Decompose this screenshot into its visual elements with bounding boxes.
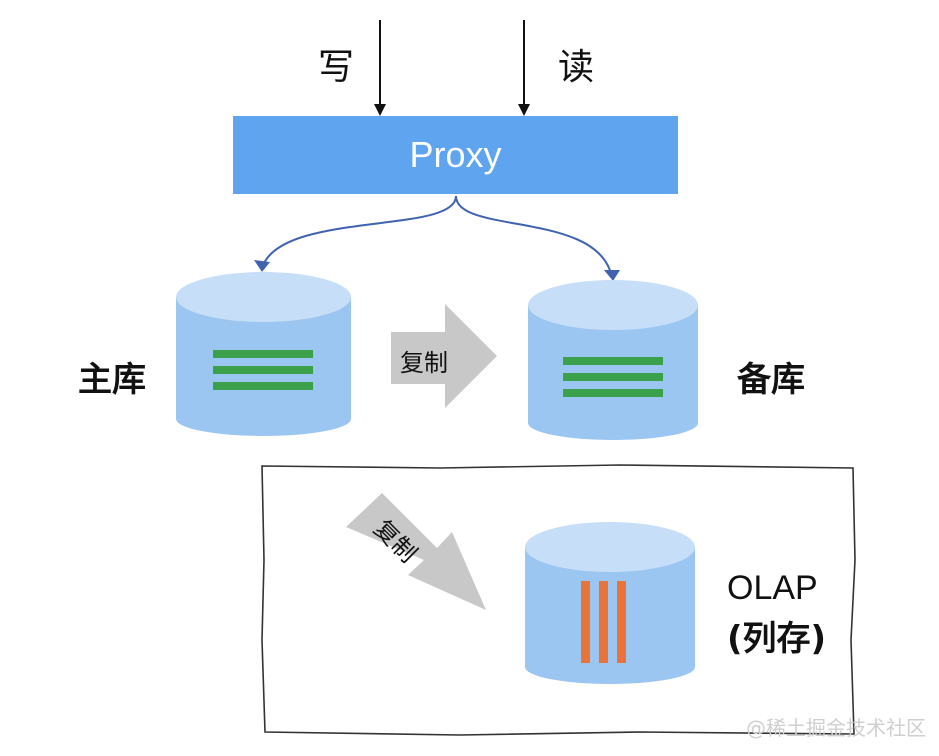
read-label: 读 — [558, 47, 595, 88]
proxy-label: Proxy — [409, 134, 502, 175]
primary-db-cylinder — [176, 272, 351, 436]
standby-db-label: 备库 — [737, 360, 805, 400]
row-stripe — [213, 382, 313, 390]
curve-arrowhead-standby — [604, 270, 620, 281]
proxy-box: Proxy — [233, 116, 678, 194]
read-arrow — [518, 20, 530, 116]
watermark: @稀土掘金技术社区 — [746, 716, 926, 740]
primary-db-label: 主库 — [78, 360, 146, 400]
replicate-label: 复制 — [400, 349, 448, 377]
write-label: 写 — [318, 47, 355, 88]
curve-arrowhead-primary — [254, 260, 270, 272]
curve-to-primary — [261, 195, 457, 269]
row-stripe — [213, 350, 313, 358]
row-stripe — [563, 373, 663, 381]
row-stripe — [563, 389, 663, 397]
replicate-arrow — [391, 304, 497, 408]
row-stripe — [563, 357, 663, 365]
olap-sub-label: (列存) — [727, 619, 827, 659]
row-stripe — [213, 366, 313, 374]
column-stripe — [599, 581, 608, 663]
standby-db-cylinder — [528, 280, 698, 440]
replicate-olap-arrow — [346, 493, 486, 610]
column-stripe — [617, 581, 626, 663]
curve-to-standby — [455, 195, 613, 279]
olap-frame — [261, 464, 856, 736]
olap-db-cylinder — [525, 522, 695, 684]
write-arrow — [374, 20, 386, 116]
proxy-fanout-arrows — [261, 195, 613, 279]
olap-label: OLAP — [727, 569, 818, 607]
column-stripe — [581, 581, 590, 663]
